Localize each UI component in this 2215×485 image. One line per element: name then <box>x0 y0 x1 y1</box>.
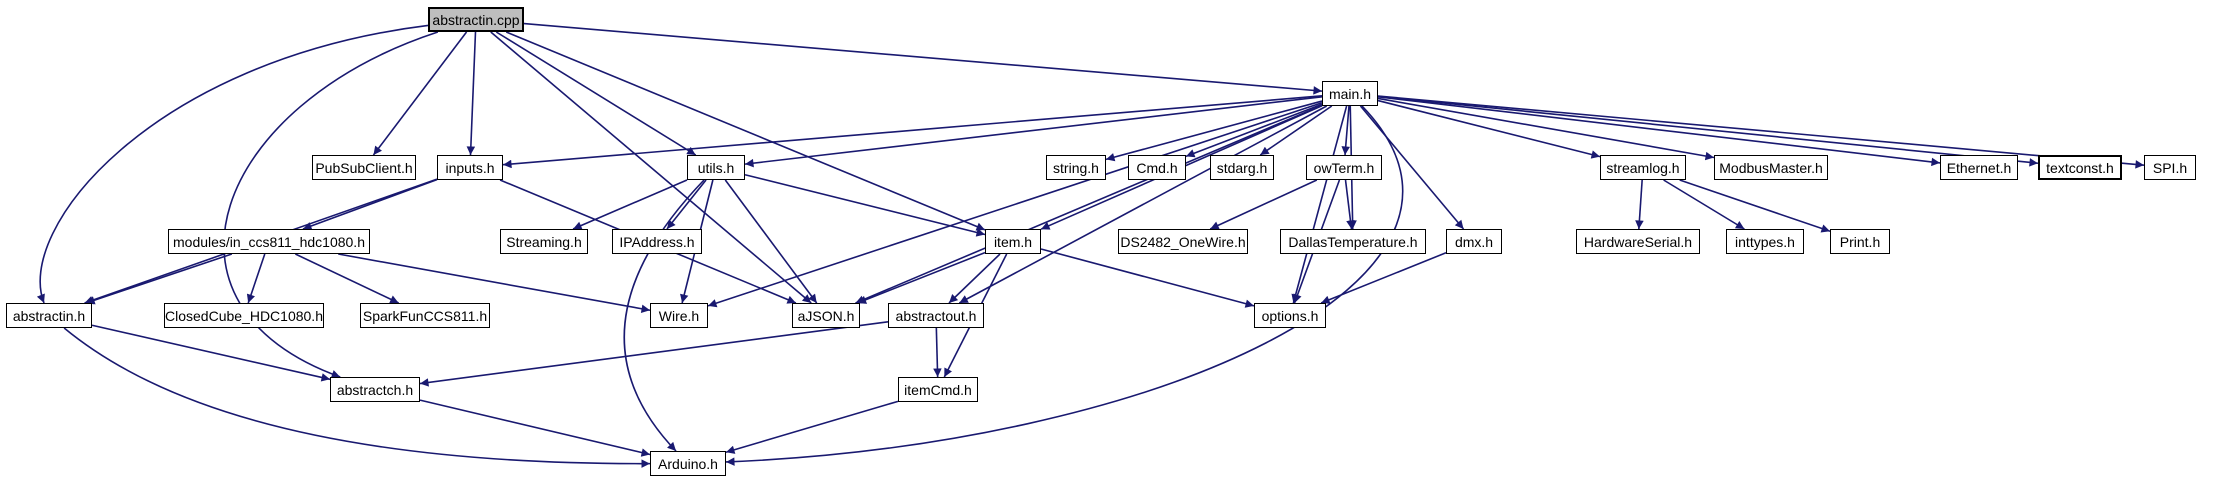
graph-node-ajson-h[interactable]: aJSON.h <box>792 303 860 328</box>
edge-item-h-to-abstractout-h <box>948 253 1001 304</box>
graph-node-textconst-h[interactable]: textconst.h <box>2038 155 2122 180</box>
graph-node-dmx-h[interactable]: dmx.h <box>1446 229 1502 254</box>
graph-node-dallastemp[interactable]: DallasTemperature.h <box>1280 229 1426 254</box>
graph-node-ipaddress-h[interactable]: IPAddress.h <box>612 229 702 254</box>
graph-node-print-h[interactable]: Print.h <box>1830 229 1890 254</box>
edge-owterm-h-to-ds2482 <box>1209 179 1318 230</box>
edge-owterm-h-to-dallastemp <box>1344 179 1355 230</box>
edge-main-h-to-cmd-h <box>1185 103 1323 158</box>
edge-abstractin-h-to-arduino-h <box>63 327 651 468</box>
edge-modules-h-to-sparkfun <box>295 253 399 304</box>
edge-utils-h-to-ipaddress-h <box>666 179 707 230</box>
edge-main-h-to-string-h <box>1105 100 1323 162</box>
graph-node-abstractin-h[interactable]: abstractin.h <box>6 303 92 328</box>
edge-main-h-to-wire-h <box>707 102 1323 308</box>
edge-main-h-to-abstractout-h <box>958 105 1328 304</box>
edge-main-h-to-ajson-h <box>855 104 1323 304</box>
edge-main-h-to-utils-h <box>744 95 1323 168</box>
graph-node-owterm-h[interactable]: owTerm.h <box>1306 155 1382 180</box>
edge-modules-h-to-closedcube <box>246 253 266 304</box>
edge-abstractin-h-to-abstractch-h <box>91 324 331 382</box>
edge-abstractin-cpp-to-inputs-h <box>466 31 477 156</box>
edge-modules-h-to-abstractin-h <box>85 253 233 305</box>
edge-abstractin-cpp-to-pubsubclient <box>372 31 468 156</box>
edge-abstractin-cpp-to-main-h <box>523 22 1323 95</box>
graph-node-streaming-h[interactable]: Streaming.h <box>500 229 588 254</box>
graph-node-sparkfun[interactable]: SparkFunCCS811.h <box>360 303 490 328</box>
graph-node-cmd-h[interactable]: Cmd.h <box>1128 155 1186 180</box>
edge-abstractin-cpp-to-ajson-h <box>490 31 812 304</box>
edge-abstractout-h-to-abstractch-h <box>419 321 889 387</box>
graph-node-inputs-h[interactable]: inputs.h <box>437 155 503 180</box>
edge-main-h-to-textconst-h <box>1377 95 2039 167</box>
edge-utils-h-to-arduino-h <box>623 179 705 452</box>
edge-utils-h-to-item-h <box>744 173 986 237</box>
edge-item-h-to-ajson-h <box>857 251 986 304</box>
edge-dmx-h-to-options-h <box>1320 252 1447 304</box>
edge-main-h-to-arduino-h <box>725 105 1404 466</box>
edge-abstractin-cpp-to-utils-h <box>495 31 697 156</box>
edge-main-h-to-modbusmaster-h <box>1377 97 1715 161</box>
graph-node-abstractin-cpp: abstractin.cpp <box>428 7 524 32</box>
graph-node-hardwareserial[interactable]: HardwareSerial.h <box>1576 229 1700 254</box>
graph-node-spi-h[interactable]: SPI.h <box>2144 155 2196 180</box>
edge-main-h-to-ethernet-h <box>1377 95 1941 167</box>
edge-main-h-to-owterm-h <box>1341 105 1350 156</box>
graph-node-utils-h[interactable]: utils.h <box>687 155 745 180</box>
graph-node-main-h[interactable]: main.h <box>1322 81 1378 106</box>
edges-group <box>36 22 2145 468</box>
edge-utils-h-to-streaming-h <box>572 179 688 230</box>
graph-node-ethernet-h[interactable]: Ethernet.h <box>1940 155 2018 180</box>
graph-node-streamlog-h[interactable]: streamlog.h <box>1600 155 1686 180</box>
edge-main-h-to-options-h <box>1291 105 1348 304</box>
graph-node-pubsubclient[interactable]: PubSubClient.h <box>312 155 416 180</box>
graph-node-inttypes-h[interactable]: inttypes.h <box>1726 229 1804 254</box>
edge-abstractin-cpp-to-item-h <box>505 31 986 231</box>
edge-abstractch-h-to-arduino-h <box>419 399 651 457</box>
edge-main-h-to-stdarg-h <box>1259 105 1333 156</box>
edge-main-h-to-streamlog-h <box>1377 99 1601 159</box>
graph-node-modules-h[interactable]: modules/in_ccs811_hdc1080.h <box>168 229 370 254</box>
edge-streamlog-h-to-inttypes-h <box>1663 179 1745 230</box>
graph-node-string-h[interactable]: string.h <box>1046 155 1106 180</box>
edge-abstractin-cpp-to-abstractin-h <box>36 24 429 304</box>
edge-main-h-to-inputs-h <box>502 95 1323 169</box>
graph-node-abstractch-h[interactable]: abstractch.h <box>330 377 420 402</box>
graph-node-ds2482[interactable]: DS2482_OneWire.h <box>1118 229 1248 254</box>
graph-node-stdarg-h[interactable]: stdarg.h <box>1210 155 1274 180</box>
edge-abstractin-cpp-to-abstractch-h <box>223 31 439 379</box>
edge-inputs-h-to-modules-h <box>302 178 438 231</box>
graph-node-item-h[interactable]: item.h <box>985 229 1041 254</box>
graph-node-modbusmaster-h[interactable]: ModbusMaster.h <box>1714 155 1828 180</box>
graph-node-abstractout-h[interactable]: abstractout.h <box>888 303 984 328</box>
edge-item-h-to-options-h <box>1040 248 1255 308</box>
edge-utils-h-to-ajson-h <box>724 179 818 304</box>
edge-modules-h-to-wire-h <box>338 253 651 313</box>
edge-main-h-to-spi-h <box>1377 95 2145 169</box>
graph-node-closedcube[interactable]: ClosedCube_HDC1080.h <box>164 303 324 328</box>
edge-itemcmd-h-to-arduino-h <box>725 400 899 454</box>
graph-node-wire-h[interactable]: Wire.h <box>650 303 708 328</box>
graph-node-itemcmd-h[interactable]: itemCmd.h <box>898 377 978 402</box>
edge-main-h-to-dmx-h <box>1359 105 1465 230</box>
edge-abstractout-h-to-itemcmd-h <box>933 327 942 378</box>
graph-node-options-h[interactable]: options.h <box>1254 303 1326 328</box>
edge-streamlog-h-to-hardwareserial <box>1635 179 1644 230</box>
edge-streamlog-h-to-print-h <box>1679 179 1831 233</box>
graph-node-arduino-h[interactable]: Arduino.h <box>650 451 726 476</box>
